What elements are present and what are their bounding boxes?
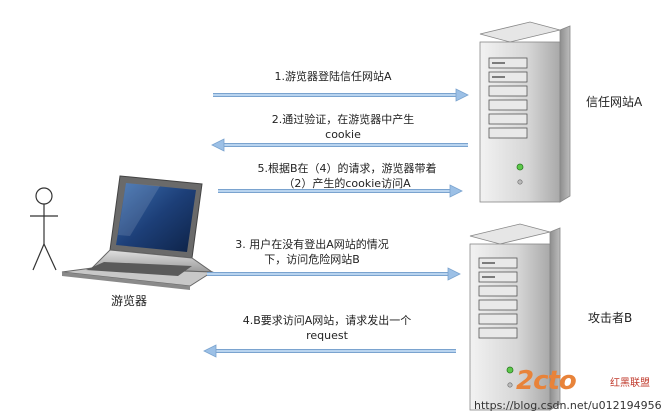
arrow-step-3 [207,267,461,281]
arrow-step-4 [203,344,456,358]
step-3-line-2: 下，访问危险网站B [264,253,360,266]
trusted-site-label: 信任网站A [586,95,643,109]
step-3-line-1: 3. 用户在没有登出A网站的情况 [235,238,389,251]
attacker-server-icon [469,223,561,411]
step-2-line-2: cookie [325,128,361,141]
user-figure-icon [30,187,58,271]
trusted-server-icon [479,21,571,203]
arrow-step-5 [218,184,463,198]
step-4-line-1: 4.B要求访问A网站，请求发出一个 [242,314,412,327]
step-4-line-2: request [306,329,348,342]
step-4-label: 4.B要求访问A网站，请求发出一个 request [222,313,432,343]
watermark-logo: 2cto [516,366,577,396]
arrow-step-1 [213,88,469,102]
attacker-label: 攻击者B [588,311,633,325]
step-3-label: 3. 用户在没有登出A网站的情况 下，访问危险网站B [212,237,412,267]
arrow-step-2 [211,138,468,152]
step-2-line-1: 2.通过验证，在游览器中产生 [271,113,415,126]
step-1-label: 1.游览器登陆信任网站A [238,69,428,84]
watermark-logo-sub: 红黑联盟 [610,378,650,389]
step-2-label: 2.通过验证，在游览器中产生 cookie [238,112,448,142]
watermark-url: https://blog.csdn.net/u012194956 [474,399,662,412]
laptop-icon [61,175,214,290]
step-5-line-2: （2）产生的cookie访问A [283,177,411,190]
step-5-line-1: 5.根据B在（4）的请求，游览器带着 [257,162,437,175]
step-5-label: 5.根据B在（4）的请求，游览器带着 （2）产生的cookie访问A [222,161,472,191]
browser-label: 游览器 [111,294,148,308]
step-1-line-1: 1.游览器登陆信任网站A [274,70,392,83]
